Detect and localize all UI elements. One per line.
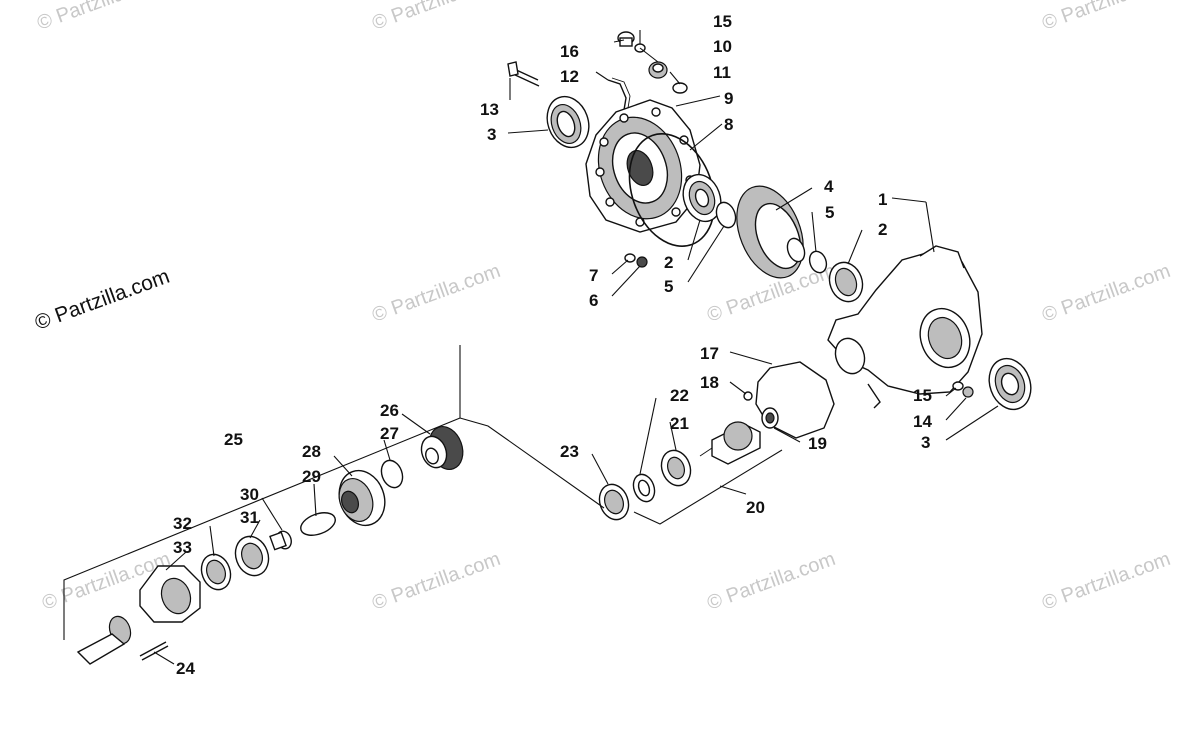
ring-gear-26[interactable] [417, 422, 468, 474]
seal-23[interactable] [595, 480, 634, 523]
shim-5-right[interactable] [807, 249, 830, 275]
o-ring-8[interactable] [615, 122, 730, 258]
bearing-31[interactable] [230, 532, 274, 581]
vent-tube-12[interactable] [607, 77, 631, 111]
callout-15: 15 [713, 12, 732, 31]
callout-30: 30 [240, 485, 259, 504]
callout-14: 14 [913, 412, 932, 431]
watermark: © Partzilla.com [369, 260, 503, 327]
callout-9: 9 [724, 89, 733, 108]
output-shaft[interactable] [76, 613, 134, 665]
nut-6[interactable] [636, 256, 648, 268]
seal-3-right[interactable] [982, 353, 1037, 416]
callout-11: 11 [713, 63, 731, 82]
snap-ring-29[interactable] [298, 508, 339, 539]
ring-gear-4[interactable] [724, 176, 816, 287]
callout-7: 7 [589, 266, 598, 285]
callout-17: 17 [700, 344, 719, 363]
callout-10: 10 [713, 37, 732, 56]
callout-27: 27 [380, 424, 399, 443]
seal-3-upper[interactable] [540, 91, 595, 154]
differential-housing-1[interactable] [827, 245, 983, 409]
callout-5: 5 [664, 277, 673, 296]
watermark: © Partzilla.com [1039, 0, 1173, 35]
callout-2: 2 [664, 253, 673, 272]
copyright-notice: © Partzilla.com [32, 265, 173, 335]
callout-4: 4 [824, 177, 834, 196]
seal-32[interactable] [197, 550, 236, 593]
plug-16[interactable] [617, 31, 635, 47]
plug-10[interactable] [648, 61, 668, 79]
watermark: © Partzilla.com [369, 0, 503, 35]
callouts: 15 16 10 12 11 9 13 8 3 4 1 5 2 2 7 5 6 … [173, 12, 932, 678]
leader-lines [153, 30, 999, 665]
callout-21: 21 [670, 414, 689, 433]
bolt-14[interactable] [962, 386, 974, 398]
watermark: © Partzilla.com [704, 548, 838, 615]
coupler-28[interactable] [332, 464, 392, 532]
callout-15: 15 [913, 386, 932, 405]
callout-2: 2 [878, 220, 887, 239]
callout-20: 20 [746, 498, 765, 517]
bearing-2-right[interactable] [824, 258, 868, 307]
bolt-13[interactable] [507, 61, 540, 87]
snap-ring-27[interactable] [378, 457, 406, 490]
pinion-shaft-20[interactable] [699, 421, 761, 465]
callout-28: 28 [302, 442, 321, 461]
housing-33[interactable] [139, 565, 201, 623]
collar-30[interactable] [269, 529, 294, 551]
callout-31: 31 [240, 508, 259, 527]
callout-8: 8 [724, 115, 733, 134]
shim-5-left[interactable] [713, 200, 739, 231]
callout-18: 18 [700, 373, 719, 392]
spacer-22[interactable] [630, 471, 658, 504]
callout-29: 29 [302, 467, 321, 486]
callout-19: 19 [808, 434, 827, 453]
callout-32: 32 [173, 514, 192, 533]
callout-3: 3 [921, 433, 930, 452]
o-ring-11[interactable] [672, 82, 688, 94]
callout-6: 6 [589, 291, 598, 310]
callout-33: 33 [173, 538, 192, 557]
callout-16: 16 [560, 42, 579, 61]
callout-3: 3 [487, 125, 496, 144]
callout-12: 12 [560, 67, 579, 86]
callout-26: 26 [380, 401, 399, 420]
bearing-19[interactable] [761, 407, 779, 429]
callout-25: 25 [224, 430, 243, 449]
callout-22: 22 [670, 386, 689, 405]
bearing-21[interactable] [657, 446, 696, 489]
callout-5: 5 [825, 203, 834, 222]
gasket-17[interactable] [755, 361, 835, 439]
callout-1: 1 [878, 190, 887, 209]
watermark: © Partzilla.com [369, 548, 503, 615]
housing-cover-9[interactable] [585, 99, 701, 233]
watermark: © Partzilla.com [1039, 548, 1173, 615]
watermark: © Partzilla.com [34, 0, 168, 35]
callout-13: 13 [480, 100, 499, 119]
watermark: © Partzilla.com [1039, 260, 1173, 327]
callout-23: 23 [560, 442, 579, 461]
bearing-2-left[interactable] [677, 169, 727, 226]
callout-24: 24 [176, 659, 195, 678]
